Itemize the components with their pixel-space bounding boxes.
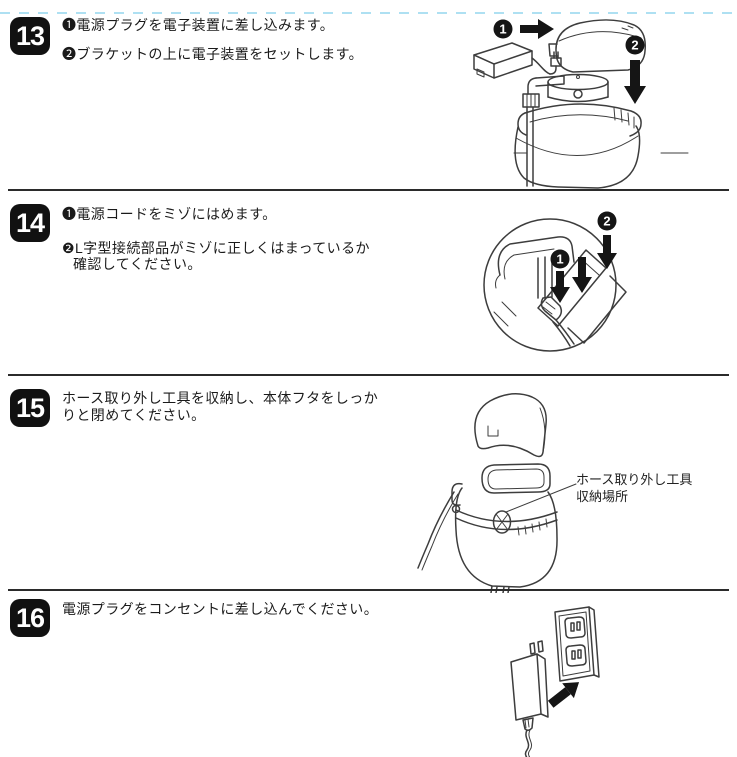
marker-2-icon: 2 <box>625 35 645 55</box>
wall-outlet-drawing <box>554 606 600 682</box>
arrow-up-right-icon <box>547 682 580 708</box>
marker-2-icon: 2 <box>597 211 617 231</box>
step-instruction-line: りと閉めてください。 <box>62 407 206 423</box>
svg-text:2: 2 <box>631 38 638 53</box>
cover-lid-drawing <box>474 393 547 458</box>
arrow-down-icon <box>597 235 617 269</box>
svg-text:1: 1 <box>556 252 563 267</box>
svg-text:1: 1 <box>499 22 506 37</box>
arrow-right-icon <box>520 19 554 39</box>
step16-illustration <box>510 606 600 757</box>
step-instruction-line: ❷ブラケットの上に電子装置をセットします。 <box>62 46 363 62</box>
step14-illustration: 1 2 <box>483 211 627 352</box>
ac-adapter-drawing <box>510 640 549 757</box>
arrow-down-icon <box>550 271 570 303</box>
label-leader-line <box>505 483 577 513</box>
step-instruction-line: ❶電源プラグを電子装置に差し込みます。 <box>62 17 335 33</box>
section-divider <box>8 589 729 591</box>
step-instruction-line: ❶電源コードをミゾにはめます。 <box>62 206 277 222</box>
step-instruction-line: ❷L字型接続部品がミゾに正しくはまっているか <box>62 240 370 256</box>
device-body-drawing <box>417 463 558 593</box>
marker-1-icon: 1 <box>550 249 570 269</box>
tool-storage-label: ホース取り外し工具 収納場所 <box>576 471 692 505</box>
step-number-badge: 15 <box>10 389 50 427</box>
page-cut-line <box>0 12 737 14</box>
marker-1-icon: 1 <box>493 19 513 39</box>
step-instruction-line: 電源プラグをコンセントに差し込んでください。 <box>62 601 379 617</box>
section-divider <box>8 374 729 376</box>
step-instruction-line: ホース取り外し工具を収納し、本体フタをしっか <box>62 390 379 406</box>
arrow-down-icon <box>624 60 646 104</box>
power-adapter-drawing <box>473 42 562 79</box>
base-unit-drawing <box>513 73 689 189</box>
step-number-badge: 16 <box>10 599 50 637</box>
step15-illustration <box>417 393 577 593</box>
svg-text:2: 2 <box>603 214 610 229</box>
electronic-unit-drawing <box>548 19 647 73</box>
step-instruction-line: 確認してください。 <box>73 256 202 272</box>
tool-storage-label-line2: 収納場所 <box>576 489 629 504</box>
step-number-badge: 13 <box>10 17 50 55</box>
step13-illustration: 1 2 <box>473 19 689 189</box>
step-number-badge: 14 <box>10 204 50 242</box>
arrow-down-icon <box>572 257 592 293</box>
section-divider <box>8 189 729 191</box>
tool-storage-label-line1: ホース取り外し工具 <box>576 472 693 487</box>
detail-circle-frame <box>483 218 617 352</box>
